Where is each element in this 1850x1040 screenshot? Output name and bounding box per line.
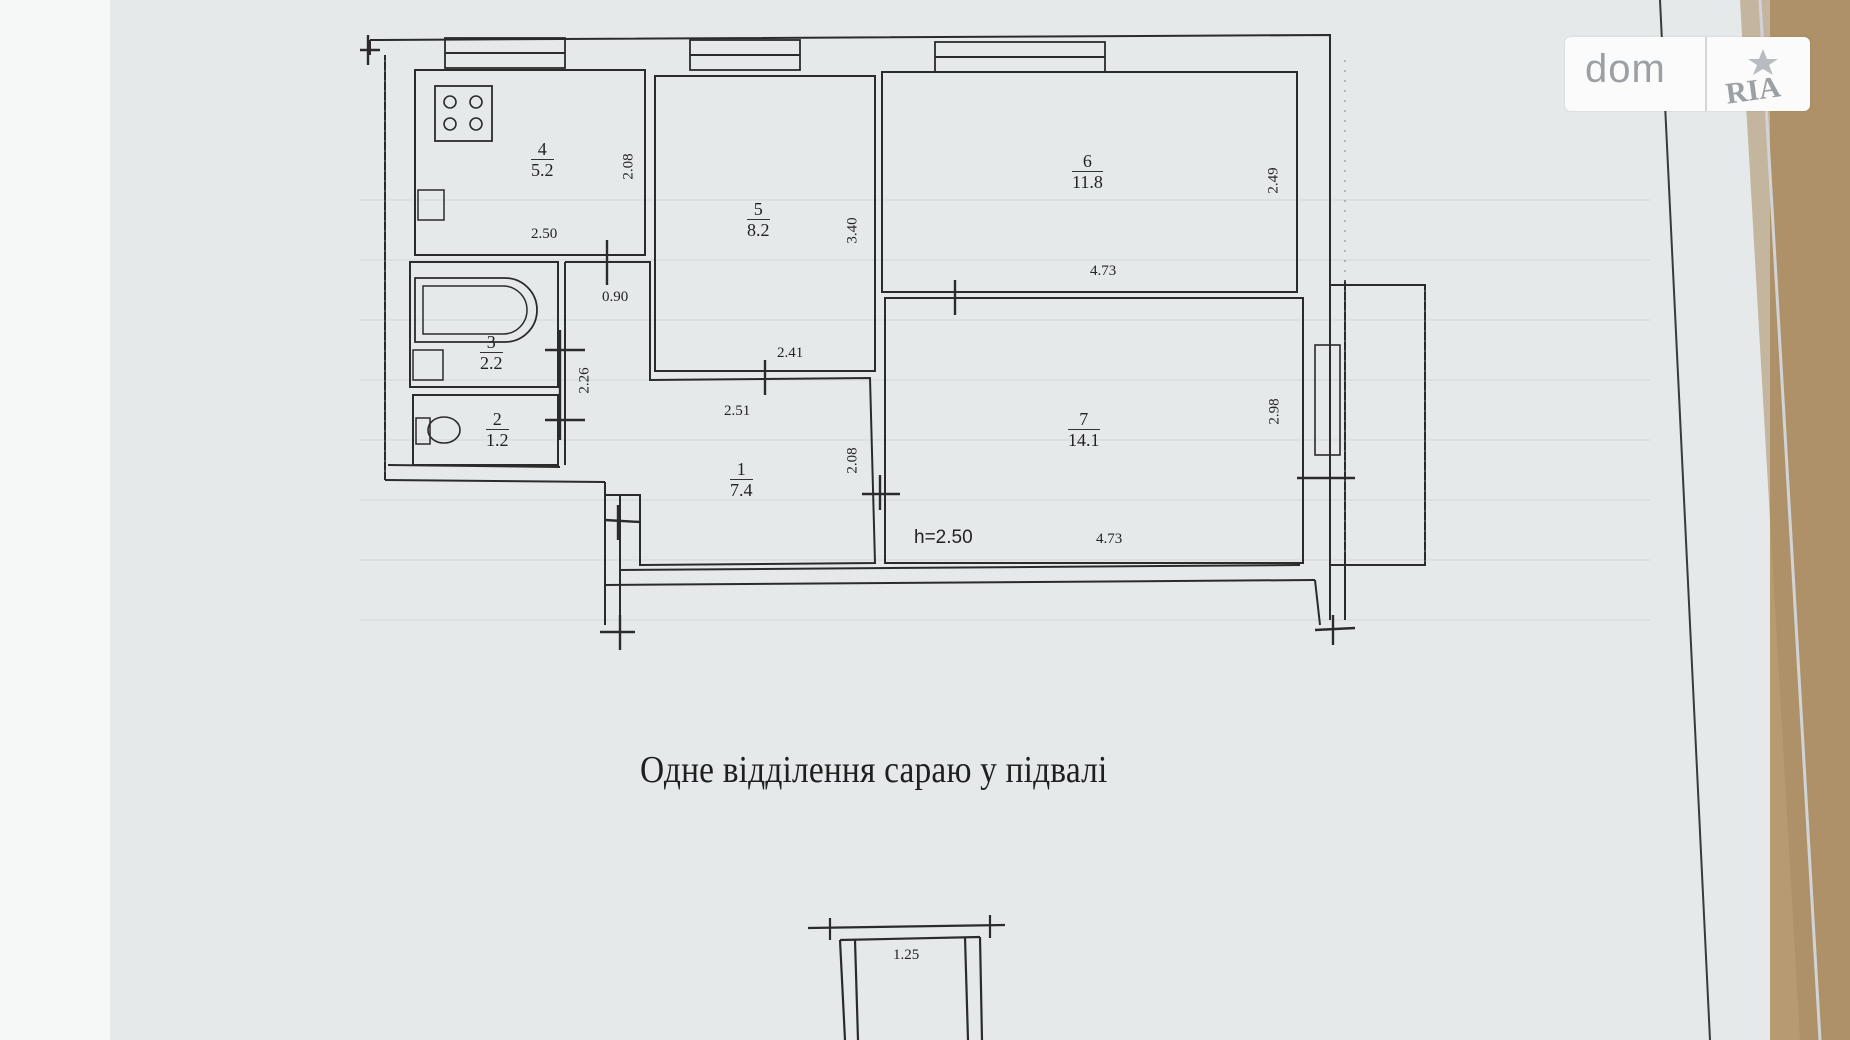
dim-room7-depth: 2.98: [1266, 398, 1283, 425]
dim-room6-width: 4.73: [1090, 263, 1117, 279]
dim-cellar-width: 1.25: [893, 947, 920, 963]
room-number: 2: [486, 410, 509, 430]
room-5-label: 5 8.2: [747, 200, 770, 240]
room-area: 1.2: [486, 429, 509, 450]
room-number: 7: [1068, 410, 1100, 430]
room-area: 14.1: [1068, 429, 1100, 450]
room-number: 1: [730, 460, 753, 480]
dim-corridor-width: 0.90: [602, 289, 629, 305]
logo-divider: [1705, 37, 1707, 111]
room-number: 4: [531, 140, 554, 160]
room-2-label: 2 1.2: [486, 410, 509, 450]
room-area: 7.4: [730, 479, 753, 500]
room-6-label: 6 11.8: [1072, 152, 1103, 192]
room-1-label: 1 7.4: [730, 460, 753, 500]
room-number: 6: [1072, 152, 1103, 172]
room-area: 2.2: [480, 352, 503, 373]
dim-bath-block: 2.26: [576, 367, 593, 394]
dim-kitchen-depth: 2.08: [620, 153, 637, 180]
dim-room5-depth: 3.40: [844, 217, 861, 244]
dim-room5-width: 2.41: [777, 345, 804, 361]
ceiling-height: h=2.50: [914, 527, 973, 548]
cellar-caption: Одне відділення сараю у підвалі: [640, 749, 1108, 791]
room-area: 8.2: [747, 219, 770, 240]
domria-logo: dom RIA: [1565, 37, 1810, 111]
dim-kitchen-width: 2.50: [531, 226, 558, 242]
room-area: 5.2: [531, 159, 554, 180]
room-3-label: 3 2.2: [480, 333, 503, 373]
dim-room7-width: 4.73: [1096, 531, 1123, 547]
room-number: 3: [480, 333, 503, 353]
dim-room6-depth: 2.49: [1265, 167, 1282, 194]
room-area: 11.8: [1072, 171, 1103, 192]
logo-ria-mark: RIA: [1724, 49, 1783, 107]
room-7-label: 7 14.1: [1068, 410, 1100, 450]
svg-text:RIA: RIA: [1724, 70, 1783, 107]
room-4-label: 4 5.2: [531, 140, 554, 180]
room-number: 5: [747, 200, 770, 220]
dim-hall-width: 2.51: [724, 403, 751, 419]
logo-dom-text: dom: [1585, 47, 1666, 91]
dim-hall-depth: 2.08: [844, 447, 861, 474]
apartment-plan: [360, 33, 1426, 1040]
